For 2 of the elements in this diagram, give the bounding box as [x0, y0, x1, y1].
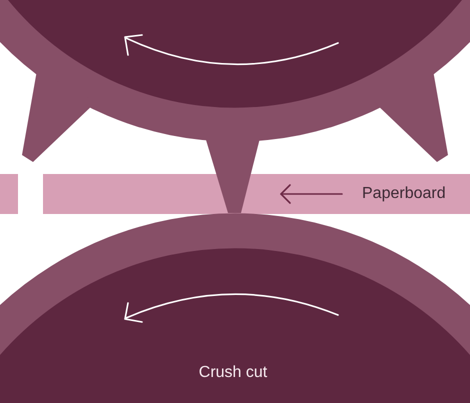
paperboard-label: Paperboard: [362, 184, 446, 204]
crush-cut-label: Crush cut: [198, 363, 268, 383]
